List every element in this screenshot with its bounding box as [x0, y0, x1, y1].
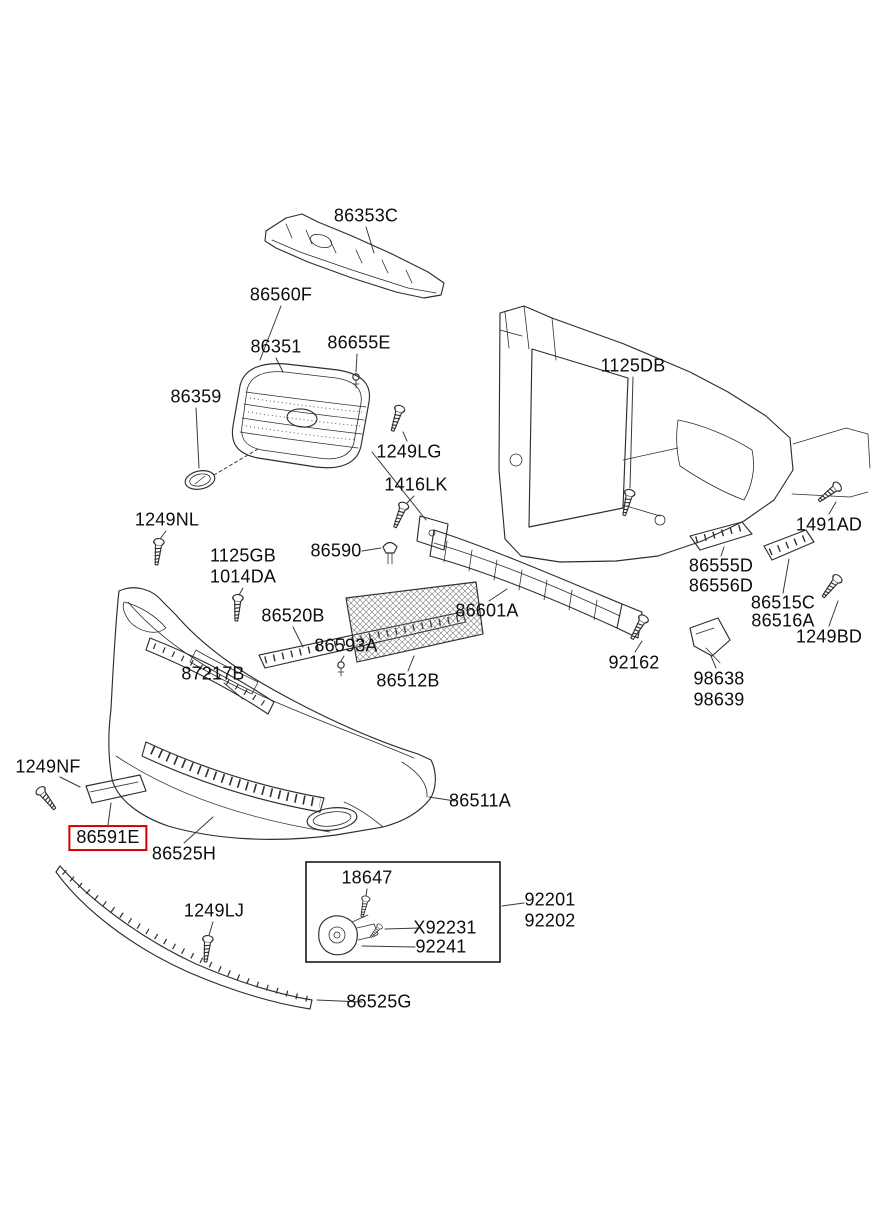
- part-label-86560F: 86560F: [249, 284, 313, 305]
- part-label-1491AD: 1491AD: [795, 514, 863, 535]
- part-label-1249NF: 1249NF: [15, 756, 81, 777]
- part-label-1249LJ: 1249LJ: [183, 900, 245, 921]
- clip-86655E: [352, 373, 360, 389]
- part-label-86655E: 86655E: [327, 332, 391, 353]
- part-label-92162: 92162: [608, 652, 660, 673]
- part-label-1125GB: 1125GB: [210, 545, 276, 566]
- leader-lines: [59, 226, 839, 1003]
- part-label-92201: 92201: [524, 889, 576, 910]
- part-label-86351: 86351: [250, 336, 302, 357]
- part-bracket-cover: [689, 617, 731, 664]
- part-label-86525H: 86525H: [151, 843, 217, 864]
- part-label-86556D: 86556D: [688, 575, 754, 596]
- clip-86590: [382, 541, 398, 565]
- part-radiator-support: [498, 305, 871, 563]
- part-energy-absorber: [345, 581, 484, 663]
- part-label-86601A: 86601A: [455, 600, 519, 621]
- clip-86593A: [337, 661, 345, 677]
- part-label-86555D: 86555D: [688, 555, 754, 576]
- part-label-92241: 92241: [415, 936, 467, 957]
- part-label-86591E: 86591E: [68, 825, 148, 851]
- part-label-18647: 18647: [341, 867, 393, 888]
- part-side-moulding: [85, 774, 147, 804]
- part-label-X92231: X92231: [413, 917, 477, 938]
- part-cowl-top-panel: [264, 213, 445, 299]
- part-side-bracket-right: [763, 529, 815, 561]
- part-label-86590: 86590: [310, 540, 362, 561]
- part-label-1249NL: 1249NL: [134, 509, 200, 530]
- part-bumper-beam: [416, 515, 643, 639]
- part-label-86516A: 86516A: [751, 610, 815, 631]
- part-label-86512B: 86512B: [376, 670, 440, 691]
- part-label-86359: 86359: [170, 386, 222, 407]
- part-emblem: [184, 448, 259, 490]
- part-bumper-cover: [108, 587, 436, 840]
- fog-lamp-box: [305, 861, 501, 963]
- part-grille-lower-molding: [145, 637, 275, 715]
- part-label-86525G: 86525G: [346, 991, 412, 1012]
- part-label-1249BD: 1249BD: [795, 626, 863, 647]
- part-side-bracket-left: [689, 521, 753, 551]
- part-lower-lip: [55, 865, 313, 1010]
- part-label-86520B: 86520B: [261, 605, 325, 626]
- part-label-86353C: 86353C: [333, 205, 399, 226]
- part-label-86515C: 86515C: [750, 592, 816, 613]
- part-label-86511A: 86511A: [449, 790, 511, 811]
- part-radiator-grille: [231, 363, 371, 469]
- part-label-1014DA: 1014DA: [209, 566, 277, 587]
- part-label-98639: 98639: [693, 689, 745, 710]
- part-label-86593A: 86593A: [314, 635, 378, 656]
- part-label-1416LK: 1416LK: [384, 474, 448, 495]
- part-label-92202: 92202: [524, 910, 576, 931]
- part-label-87217B: 87217B: [181, 663, 245, 684]
- part-label-1125DB: 1125DB: [600, 355, 666, 376]
- part-label-98638: 98638: [693, 668, 745, 689]
- part-label-1249LG: 1249LG: [376, 441, 442, 462]
